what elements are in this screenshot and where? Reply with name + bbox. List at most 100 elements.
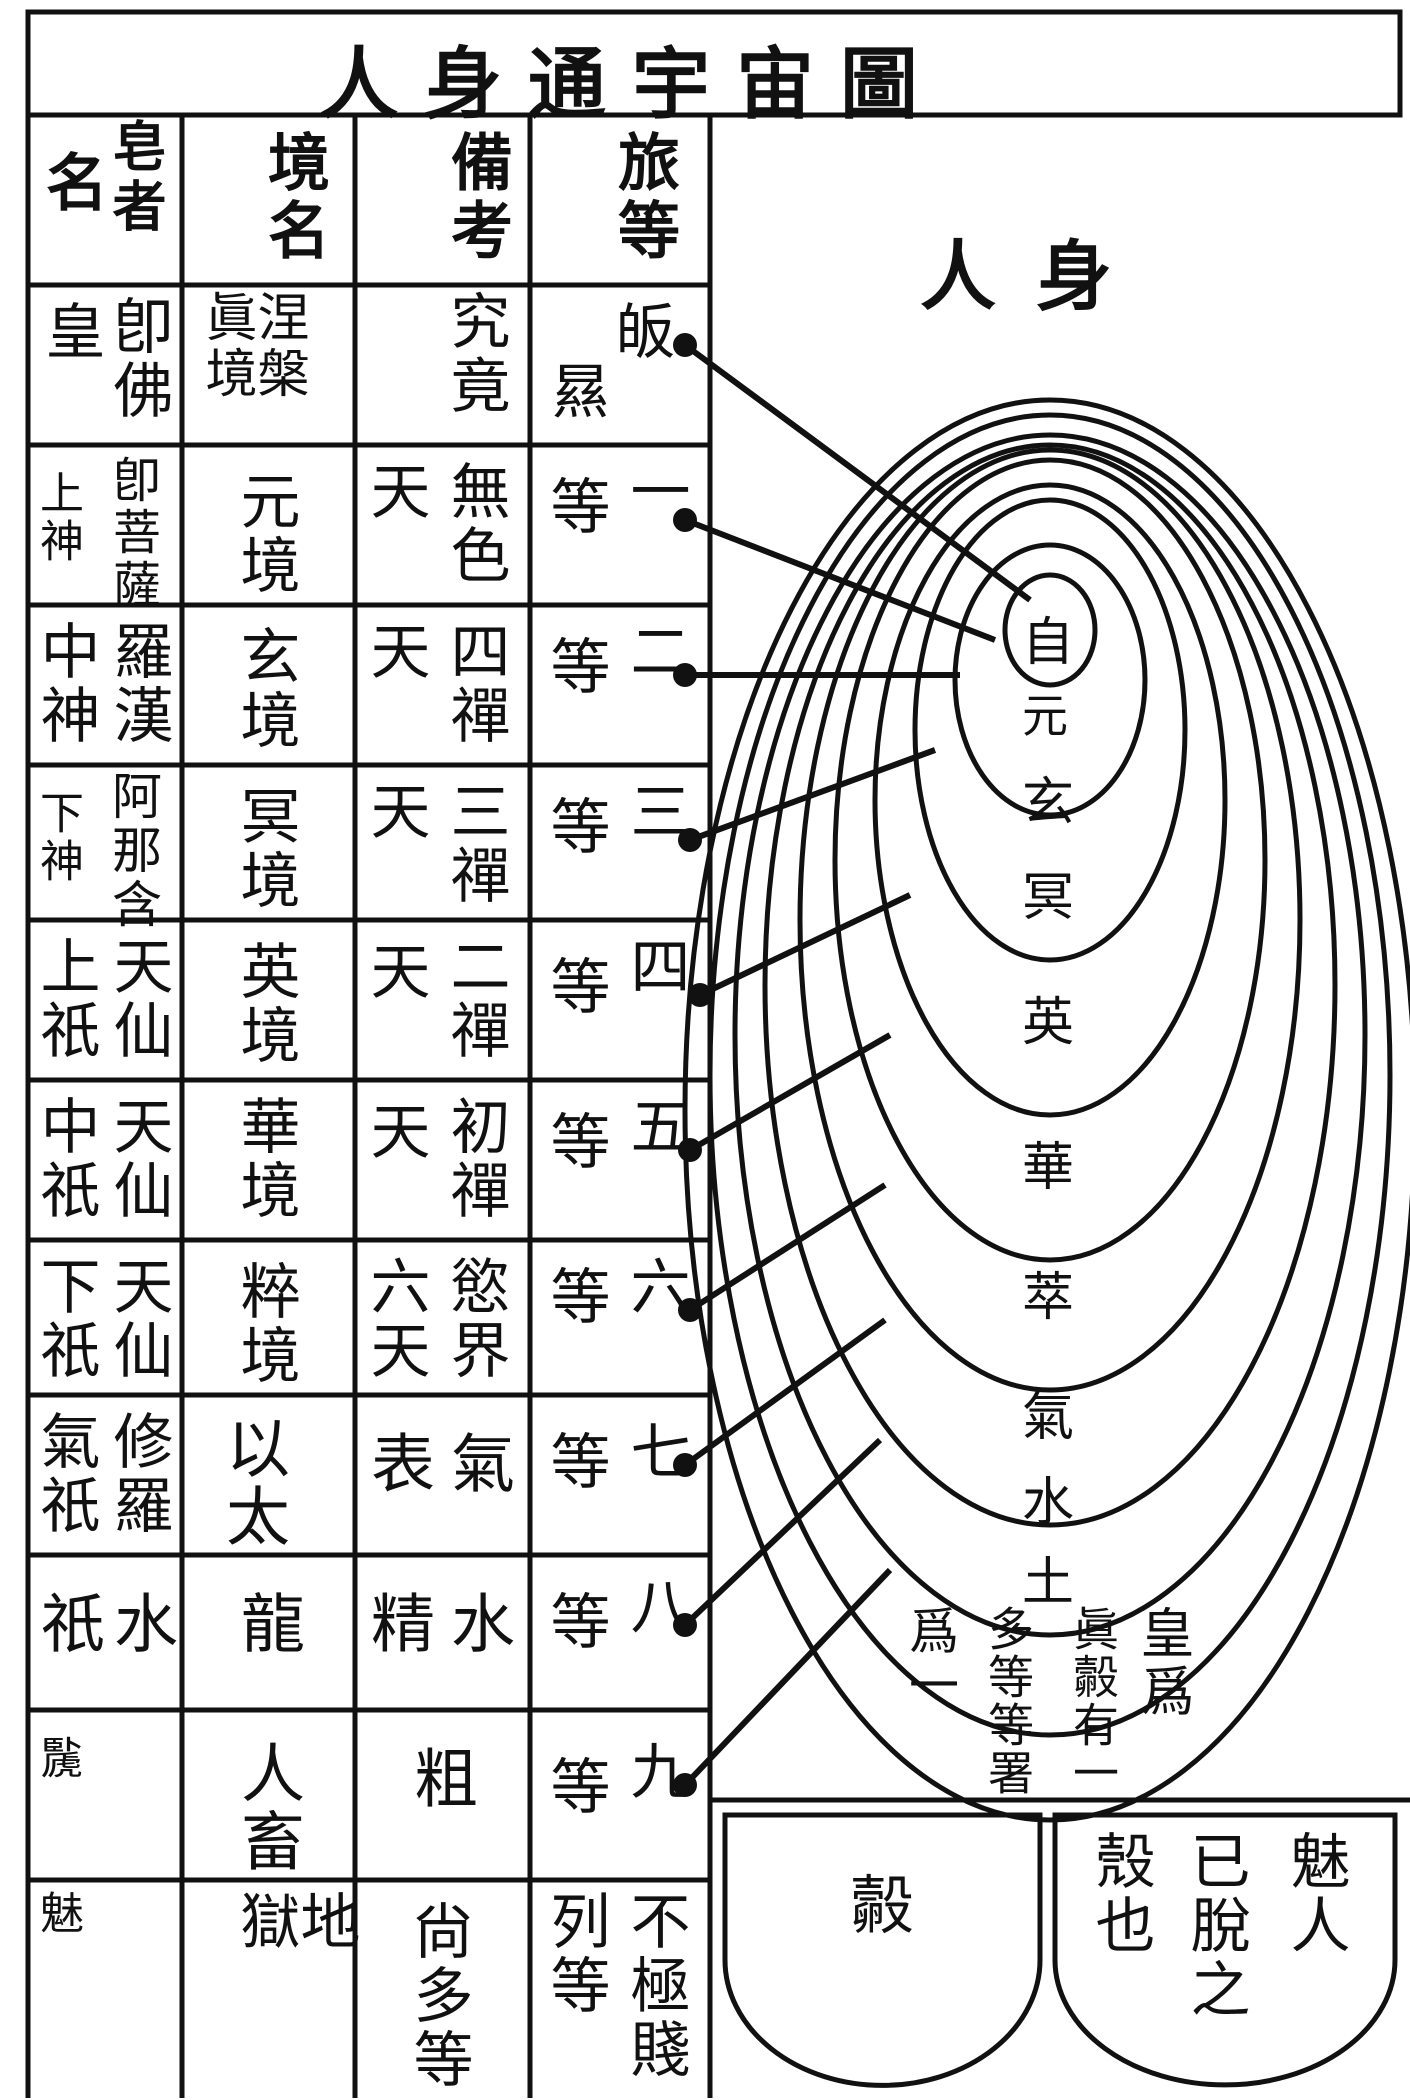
row-2-being: 羅漢 — [103, 620, 173, 748]
row-3-realm: 冥境 — [230, 785, 300, 913]
row-10-ref: 尙多等 — [403, 1900, 473, 2092]
row-2-tier-sub: 等 — [540, 635, 610, 699]
row-6-name: 下祇 — [30, 1255, 100, 1383]
row-8-tier-sub: 等 — [540, 1590, 610, 1654]
page-title: 人身通宇宙圖 — [320, 39, 945, 130]
cup-left-label: 㲉 — [850, 1870, 918, 1944]
row-1-name: 上神 — [32, 470, 83, 566]
ring-label-1: 元 — [1022, 689, 1068, 743]
row-9-name: 䖙 — [32, 1735, 83, 1783]
row-2-name: 中神 — [30, 620, 100, 748]
cup-right-col-2: 已脫之 — [1180, 1830, 1250, 2022]
row-4-realm: 英境 — [230, 940, 300, 1068]
row-4-ref2: 天 — [360, 940, 430, 1004]
ring-label-2: 玄 — [1022, 773, 1075, 833]
row-4-tier-sub: 等 — [540, 955, 610, 1019]
row-3-tier-sub: 等 — [540, 795, 610, 859]
cup-right-col-3: 殼也 — [1085, 1830, 1155, 1958]
bottom-cups — [722, 1812, 1398, 2088]
header-name: 名 — [35, 150, 108, 218]
row-0-name: 皇 — [35, 300, 105, 364]
row-3-ref2: 天 — [360, 780, 430, 844]
row-2-realm: 玄境 — [230, 625, 300, 753]
note-col-4: 爲一 — [901, 1605, 959, 1713]
note-col-3: 多等等署 — [981, 1605, 1035, 1797]
row-8-name: 祇 — [30, 1590, 104, 1658]
ring-label-8: 水 — [1022, 1473, 1075, 1533]
row-2-tier: 二 — [620, 620, 690, 684]
row-6-ref: 慾界 — [440, 1255, 510, 1383]
row-7-realm: 以太 — [215, 1415, 289, 1551]
row-10-tier: 不極賤 — [620, 1890, 690, 2082]
row-3-tier: 三 — [620, 780, 690, 844]
row-0-realm: 涅槃眞境 — [196, 290, 308, 402]
row-7-tier: 七 — [620, 1420, 690, 1484]
concentric-rings — [682, 397, 1410, 1823]
row-10-name: 魅 — [32, 1890, 83, 1938]
row-5-being: 天仙 — [103, 1095, 173, 1223]
row-0-being: 卽佛 — [103, 295, 173, 423]
row-1-ref2: 天 — [360, 460, 430, 524]
header-remark: 備考 — [440, 130, 513, 266]
row-4-name: 上祇 — [30, 935, 100, 1063]
row-7-ref: 氣 — [440, 1430, 514, 1498]
leader-dots — [673, 333, 712, 1797]
row-1-tier: 一 — [620, 460, 690, 524]
row-9-ref: 粗 — [403, 1745, 477, 1813]
ring-label-3: 冥 — [1022, 868, 1075, 928]
ring-label-6: 萃 — [1022, 1268, 1075, 1328]
cup-right-col-1: 魅人 — [1280, 1830, 1350, 1958]
row-3-name: 下神 — [32, 790, 83, 886]
row-1-being: 卽菩薩 — [104, 455, 160, 611]
row-8-being: 水 — [103, 1590, 177, 1658]
header-tier: 旅等 — [607, 130, 680, 266]
row-8-realm: 龍 — [230, 1590, 304, 1658]
row-4-being: 天仙 — [103, 935, 173, 1063]
note-col-1: 皇爲 — [1131, 1605, 1194, 1721]
row-2-ref2: 天 — [360, 620, 430, 684]
row-4-ref: 二禪 — [440, 935, 510, 1063]
row-0-ref: 究竟 — [440, 290, 510, 418]
row-5-tier-sub: 等 — [540, 1110, 610, 1174]
row-5-ref2: 天 — [360, 1100, 430, 1164]
row-9-tier: 九 — [620, 1740, 690, 1804]
row-7-tier-sub: 等 — [540, 1430, 610, 1494]
row-6-tier-sub: 等 — [540, 1265, 610, 1329]
title-frame — [25, 9, 1403, 118]
row-2-ref: 四禪 — [440, 620, 510, 748]
header-being: 皂者 — [103, 118, 167, 238]
row-5-tier: 五 — [620, 1095, 690, 1159]
ring-label-5: 華 — [1022, 1138, 1075, 1198]
row-8-ref2: 精 — [360, 1590, 434, 1658]
figure-title: 人身 — [920, 232, 1152, 321]
row-6-being: 天仙 — [103, 1255, 173, 1383]
ring-label-7: 氣 — [1022, 1388, 1075, 1448]
row-1-ref: 無色 — [440, 460, 510, 588]
row-0-tier: 皈 — [605, 300, 675, 364]
row-0-tier-sub: 㬎 — [540, 360, 610, 424]
row-6-realm: 粹境 — [230, 1260, 300, 1388]
header-realm: 境名 — [257, 130, 330, 266]
row-10-tier-sub: 列等 — [540, 1890, 610, 2018]
row-9-realm: 人畜 — [230, 1740, 304, 1876]
row-9-tier-sub: 等 — [540, 1755, 610, 1819]
row-6-tier: 六 — [620, 1255, 690, 1319]
row-1-realm: 元境 — [230, 470, 300, 598]
row-3-ref: 三禪 — [440, 780, 510, 908]
ring-label-9: 土 — [1022, 1553, 1075, 1613]
note-col-2: 眞㲉有一 — [1066, 1605, 1120, 1797]
row-7-name: 氣祇 — [30, 1410, 100, 1538]
row-5-ref: 初禪 — [440, 1095, 510, 1223]
row-7-ref2: 表 — [360, 1430, 434, 1498]
row-8-ref: 水 — [440, 1590, 514, 1658]
leader-lines — [682, 342, 1032, 1788]
row-4-tier: 四 — [620, 935, 690, 999]
row-8-tier: 八 — [620, 1575, 690, 1639]
ring-label-4: 英 — [1022, 993, 1075, 1053]
row-5-name: 中祇 — [30, 1095, 100, 1223]
ring-label-0: 自 — [1022, 613, 1075, 673]
row-5-realm: 華境 — [230, 1095, 300, 1223]
row-1-tier-sub: 等 — [540, 475, 610, 539]
